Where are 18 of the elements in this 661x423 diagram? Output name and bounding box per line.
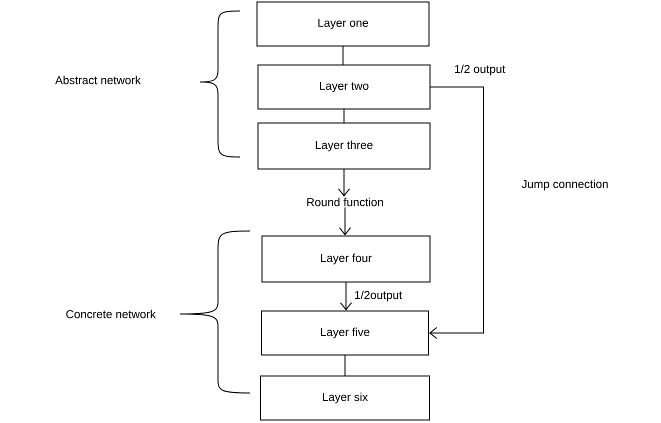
layer-box: Layer five [261, 310, 429, 356]
layer-box: Layer three [258, 122, 430, 170]
annotation-label: Abstract network [55, 76, 141, 84]
layer-box: Layer one [256, 2, 430, 46]
edge-label: 1/2 output [453, 64, 506, 76]
connector-line [344, 355, 346, 376]
annotation-label: Jump connection [522, 180, 608, 190]
step-label: Round function [307, 198, 383, 206]
layer-box: Layer two [258, 64, 430, 110]
layer-box: Layer six [260, 376, 430, 420]
connector-line [342, 46, 344, 65]
arrow [338, 169, 350, 197]
arrow [340, 282, 352, 310]
annotation-label: Concrete network [66, 310, 156, 318]
arrow [429, 86, 484, 339]
layer-box: Layer four [262, 236, 430, 282]
arrow [339, 206, 351, 236]
edge-label: 1/2output [353, 290, 404, 302]
